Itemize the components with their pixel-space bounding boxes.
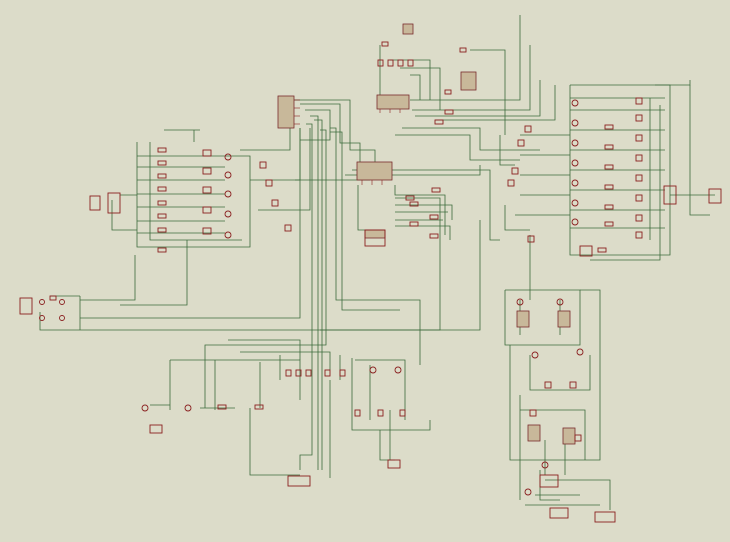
ic-chip-u1[interactable]: [277, 95, 300, 129]
connector-j1[interactable]: [89, 192, 121, 214]
ic-chip-u10[interactable]: [364, 229, 386, 239]
connector-j3[interactable]: [663, 185, 677, 205]
ic-chip-u4[interactable]: [460, 71, 477, 91]
ic-chip-u3[interactable]: [356, 161, 393, 185]
wire-network: [39, 15, 715, 510]
ic-chip-u2[interactable]: [376, 94, 410, 113]
connector-j8[interactable]: [549, 507, 569, 519]
connector-j4[interactable]: [708, 188, 722, 204]
ic-chip-u6[interactable]: [516, 310, 530, 328]
connector-j10[interactable]: [579, 245, 593, 257]
connector-j2[interactable]: [19, 297, 33, 315]
ic-chip-u5[interactable]: [402, 23, 414, 35]
ic-chip-u7[interactable]: [557, 310, 571, 328]
connector-j7[interactable]: [387, 459, 401, 469]
ic-chip-u8[interactable]: [527, 424, 541, 442]
discrete-components: [39, 41, 643, 496]
connector-j11[interactable]: [364, 229, 386, 247]
connector-j6[interactable]: [149, 424, 163, 434]
connector-j5[interactable]: [287, 475, 311, 487]
connector-j9[interactable]: [594, 511, 616, 523]
connector-j12[interactable]: [539, 474, 559, 488]
ic-chip-u9[interactable]: [562, 427, 576, 445]
